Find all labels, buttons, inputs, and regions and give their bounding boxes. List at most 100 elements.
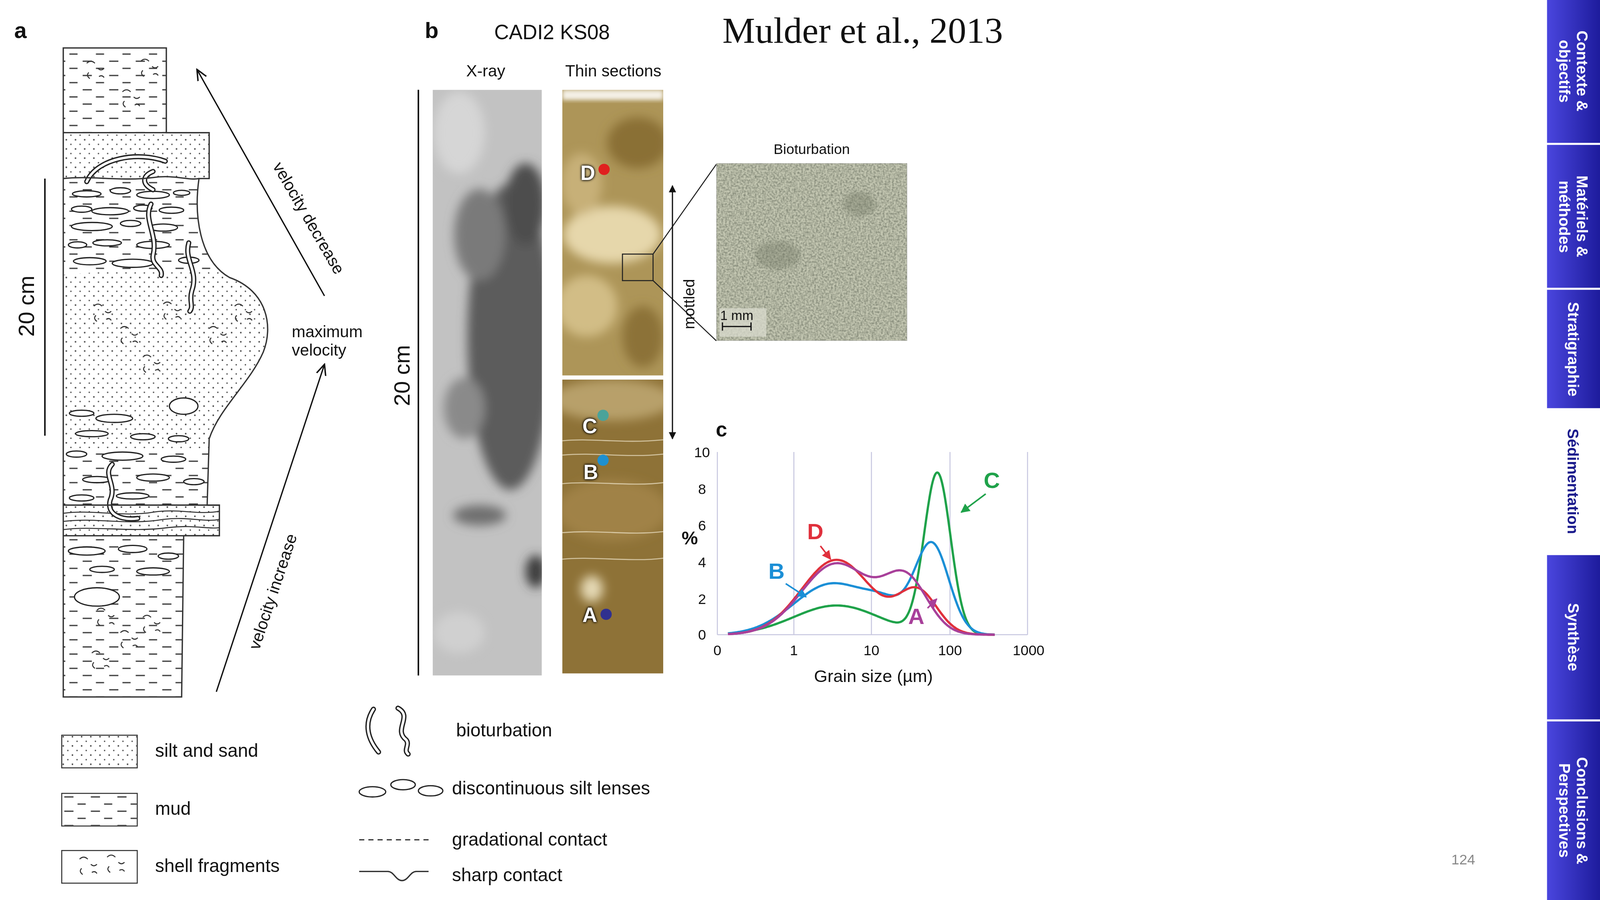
legend-text: silt and sand [155,740,259,762]
illustration-part [433,92,485,174]
illustration-part [61,46,286,704]
leader-arrow [785,583,806,597]
illustration-part [142,615,160,633]
scale-label: 20 cm [13,275,40,337]
silt-lens [112,259,154,268]
texture-part [842,192,876,217]
texture-part [719,308,766,337]
bracket-label: mottled [680,278,698,330]
illustration-part [444,377,485,439]
axis-tick: 10 [863,641,880,658]
tab-title: Stratigraphie [1564,301,1583,396]
tab-title: Conclusions & Perspectives [1556,727,1592,894]
axis-tick: 8 [698,480,706,497]
silt-lens [66,451,87,458]
axis-tick: 100 [938,641,962,658]
silt-lens [72,190,101,197]
leader-arrow [927,598,937,608]
citation-title: Mulder et al., 2013 [722,10,1003,53]
silt-lens [120,220,141,227]
burrow [108,464,138,519]
illustration-part [622,254,654,281]
burrow [144,171,154,190]
illustration-part [870,452,872,635]
illustration-part [92,651,110,669]
illustration-part [562,117,664,368]
illustration-part [453,505,507,526]
illustration-part [63,48,268,697]
silt-lens [92,207,129,215]
burrow [187,242,194,312]
sample-letter: A [582,603,598,628]
scale-bar [44,178,46,436]
illustration-part [433,612,485,654]
legend-sample-part [368,709,379,752]
illustration-part [63,510,220,530]
silt-lens [168,435,189,442]
illustration-part [417,89,420,676]
illustration-part [672,185,674,439]
legend-sample-part [61,850,138,883]
silt-lens [130,433,156,440]
panel-letter: b [424,17,439,44]
nav-tab: Synthèse [1546,555,1600,720]
silt-lens [159,207,184,214]
column-header: Thin sections [565,62,662,81]
illustration-part [140,59,158,77]
silt-lens [68,242,87,248]
illustration-part [86,61,104,79]
legend-sample [61,792,138,826]
illustration-part [562,439,664,560]
silt-lens [71,222,113,231]
texture-part [755,240,800,270]
burrow [108,464,138,519]
nav-tab: Conclusions & Perspectives [1546,721,1600,900]
illustration-part [505,163,542,245]
silt-lens [89,566,114,573]
illustration-part [120,326,138,344]
legend-sample-part [359,786,386,798]
scale-label: 20 cm [389,344,416,406]
illustration-part [607,117,664,169]
silt-lens [118,545,147,553]
illustration-part [653,164,717,254]
illustration-part [86,156,194,519]
nav-tab: Stratigraphie [1546,289,1600,408]
thin-section-image [551,89,717,674]
leader-arrow [961,494,986,513]
xray-image [432,89,542,676]
illustration-part [562,379,664,602]
illustration-part [562,153,602,215]
nav-tab: Contexte & objectifs [1546,0,1600,143]
burrow [144,171,154,190]
legend-text: bioturbation [456,720,552,742]
tab-title: Contexte & objectifs [1556,6,1592,137]
texture-part [722,322,751,331]
illustration-part [61,269,286,449]
illustration-part [562,275,618,337]
illustration-part [716,452,718,635]
illustration-part [122,89,140,107]
silt-lens [161,456,186,462]
legend-text: gradational contact [452,829,608,851]
curve-label: D [807,518,824,545]
sample-letter: C [582,414,598,439]
legend-sample [61,849,138,884]
texture-part [716,163,908,341]
silt-lens [71,206,92,212]
illustration-part [1027,452,1029,635]
silt-lens [73,257,107,265]
axis-tick: 10 [694,444,710,461]
distribution-curve [728,560,995,635]
illustration-part [597,454,609,466]
silt-lens [173,190,190,196]
legend-sample-part [62,793,137,825]
illustration-part [61,46,286,704]
axis-tick: 0 [713,641,722,658]
legend-sample-part [398,708,409,754]
silt-lens [169,398,198,415]
illustration-part [61,505,225,536]
illustration-part [580,575,604,602]
silt-lens [110,187,131,194]
legend-sample-part [368,709,379,752]
